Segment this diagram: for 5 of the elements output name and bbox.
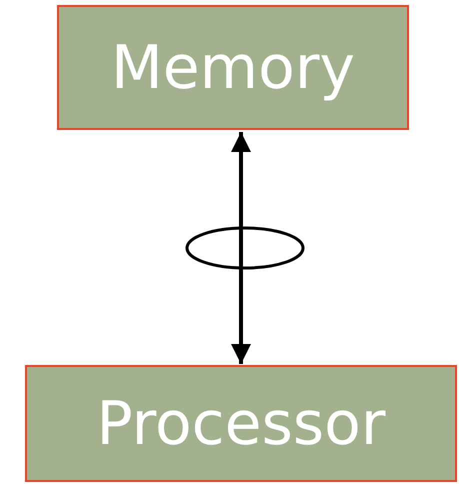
- node-label: Memory: [110, 32, 355, 102]
- component-box: [57, 5, 409, 130]
- arrow: [231, 132, 251, 364]
- node-label: Processor: [96, 388, 386, 458]
- component-box: [25, 365, 457, 482]
